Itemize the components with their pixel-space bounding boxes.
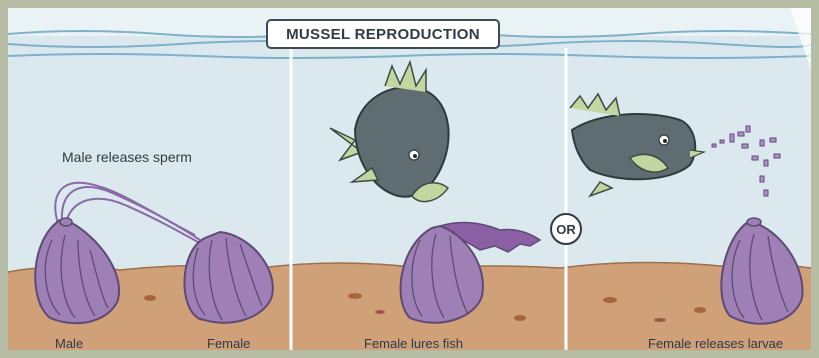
label-female-releases-larvae: Female releases larvae — [648, 336, 783, 351]
diagram-title: MUSSEL REPRODUCTION — [266, 19, 500, 49]
or-badge: OR — [550, 213, 582, 245]
label-female: Female — [207, 336, 250, 351]
label-female-lures-fish: Female lures fish — [364, 336, 463, 351]
caption-male-releases-sperm: Male releases sperm — [62, 149, 192, 165]
label-male: Male — [55, 336, 83, 351]
